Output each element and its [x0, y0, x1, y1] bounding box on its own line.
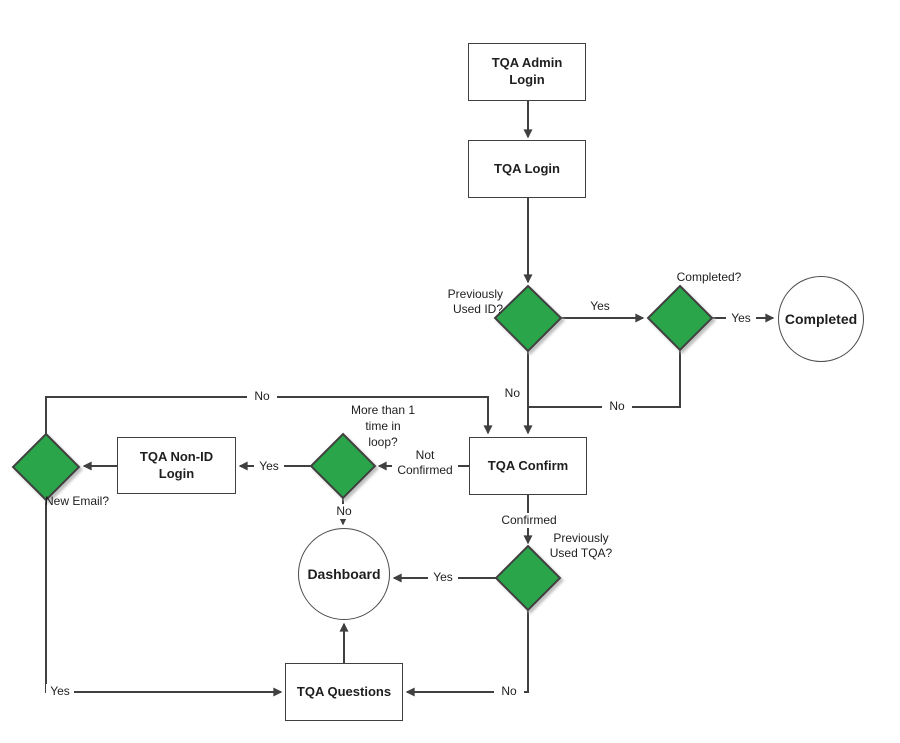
node-tqa-non-id-login-label: TQA Non-ID Login [139, 448, 214, 481]
node-tqa-login-label: TQA Login [494, 160, 560, 176]
edge-label-no-tqa: No [494, 684, 524, 699]
edge-completed-q-no [529, 350, 681, 408]
node-completed: Completed [778, 276, 864, 362]
label-previously-used-tqa: Previously Used TQA? [549, 531, 613, 560]
label-more-than-one-loop: More than 1 time in loop? [350, 403, 416, 449]
edge-label-yes-id: Yes [590, 299, 610, 313]
decision-more-than-one-loop [309, 432, 377, 500]
label-previously-used-id: Previously Used ID? [447, 287, 503, 316]
edge-label-yes-new-email: Yes [46, 684, 74, 699]
edge-label-yes-tqa: Yes [428, 570, 458, 585]
node-tqa-admin-login-label: TQA Admin Login [491, 55, 563, 87]
edge-label-no-completed: No [602, 399, 632, 414]
node-tqa-confirm: TQA Confirm [469, 437, 587, 495]
node-tqa-questions-label: TQA Questions [296, 683, 392, 699]
edge-label-no-loop: No [329, 504, 359, 519]
edge-new-email-yes [45, 500, 283, 697]
edge-label-yes-completed: Yes [726, 311, 756, 326]
edge-label-no-new-email: No [247, 389, 277, 404]
edge-label-yes-loop: Yes [254, 459, 284, 474]
edge-prev-used-tqa-no [405, 610, 529, 697]
node-tqa-non-id-login: TQA Non-ID Login [117, 437, 236, 494]
decision-completed [646, 284, 714, 352]
label-completed-question: Completed? [676, 270, 742, 284]
label-new-email: New Email? [45, 494, 110, 508]
edge-label-no-id: No [504, 386, 520, 400]
decision-previously-used-id [493, 284, 563, 353]
decision-previously-used-tqa [494, 544, 562, 612]
edge-label-confirmed: Confirmed [493, 513, 565, 528]
edge-label-not-confirmed: Not Confirmed [392, 448, 458, 478]
node-dashboard-label: Dashboard [307, 566, 381, 582]
node-tqa-admin-login: TQA Admin Login [468, 43, 586, 101]
node-tqa-questions: TQA Questions [285, 663, 403, 721]
node-tqa-login: TQA Login [468, 140, 586, 198]
node-dashboard: Dashboard [298, 528, 390, 620]
node-tqa-confirm-label: TQA Confirm [487, 457, 569, 473]
decision-new-email [11, 432, 81, 502]
node-completed-label: Completed [784, 311, 858, 327]
